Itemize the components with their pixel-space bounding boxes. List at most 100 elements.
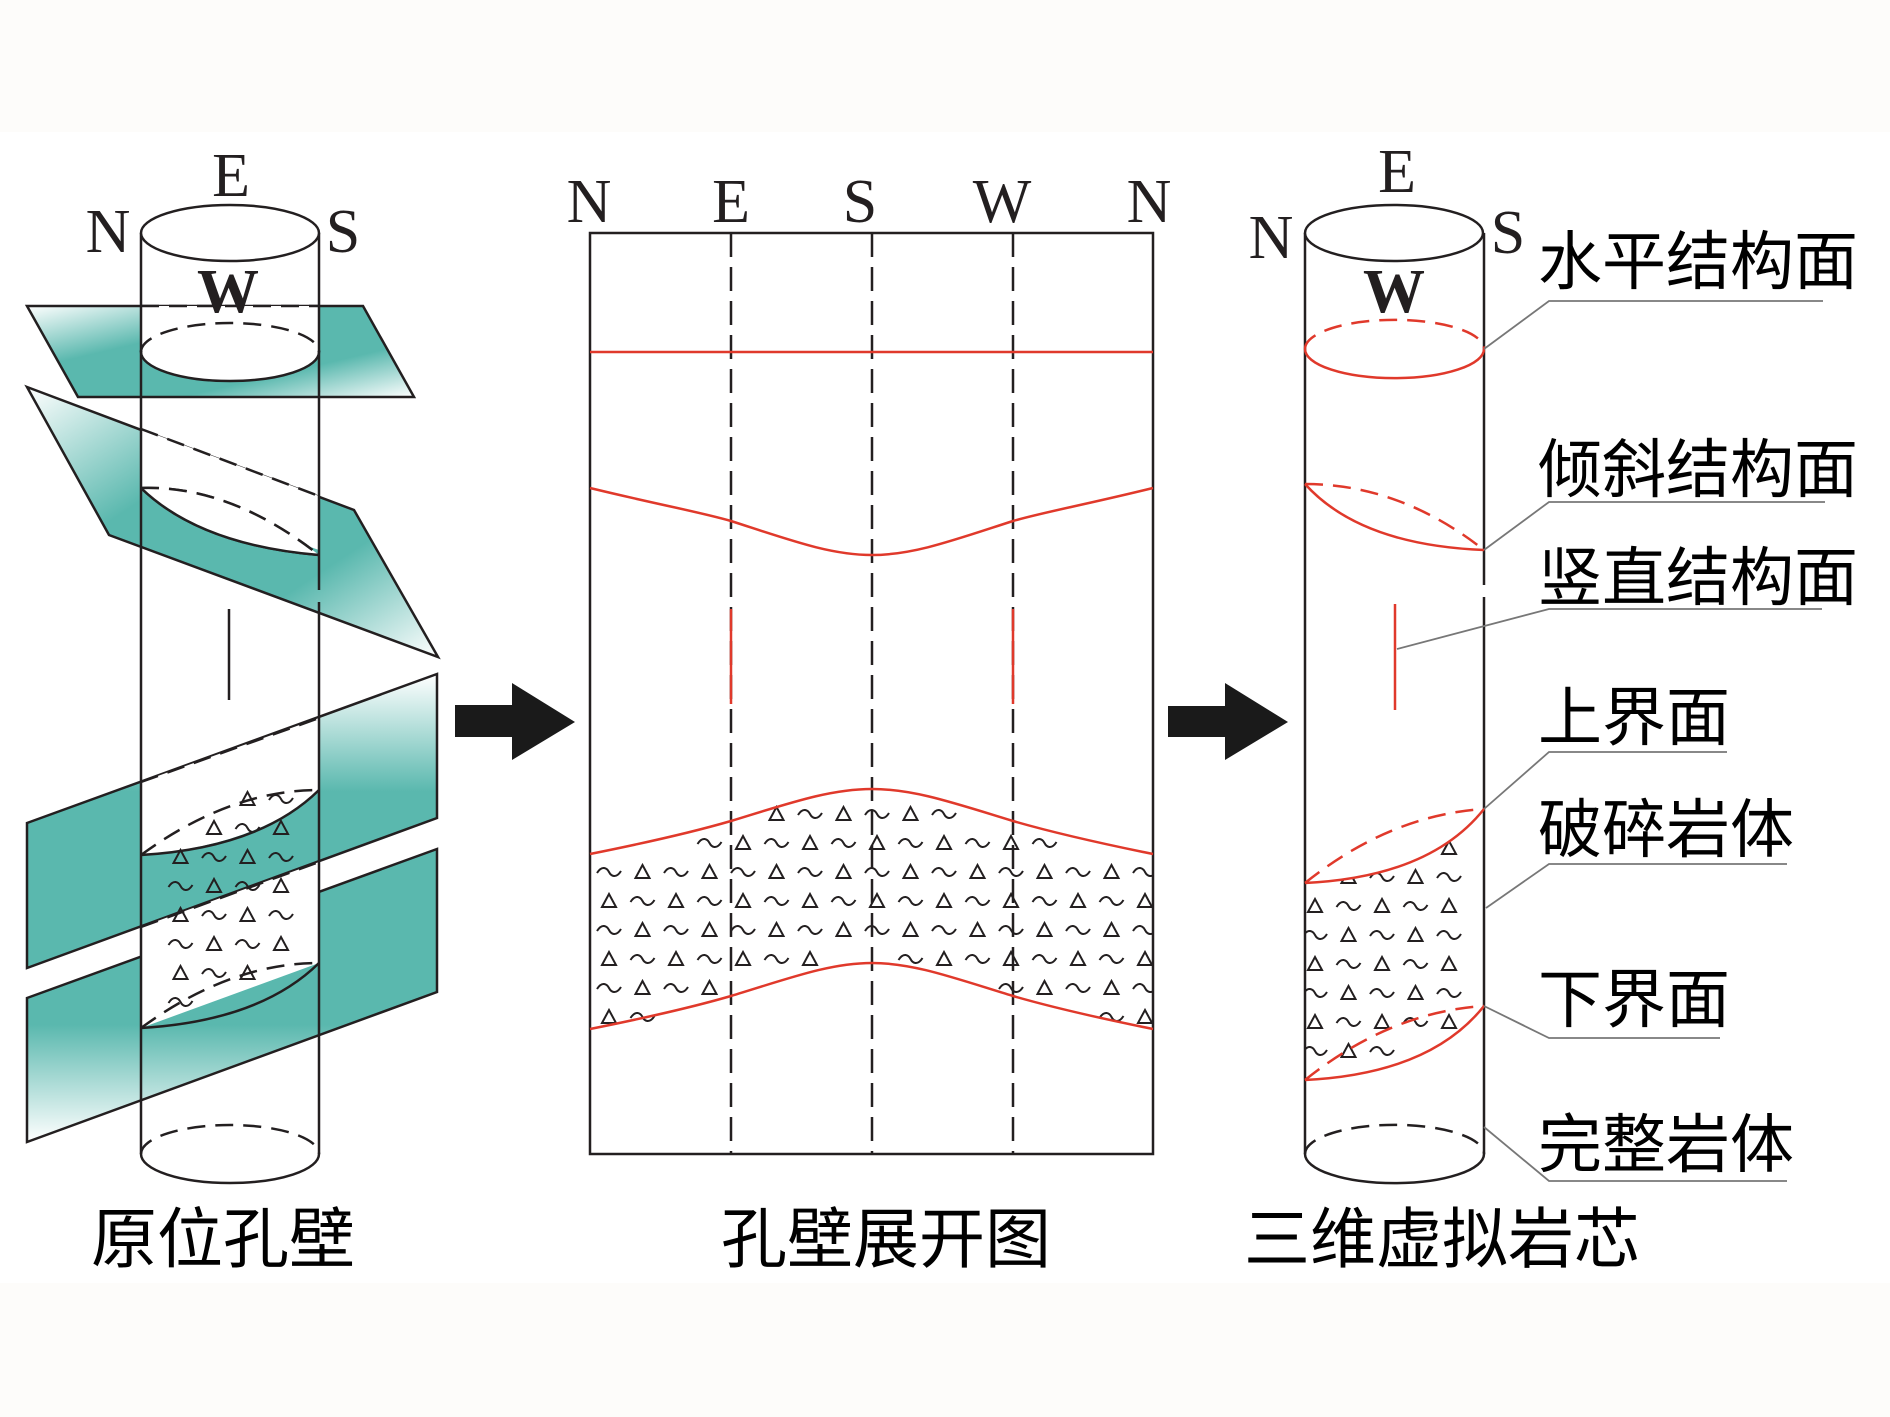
texture-tilde <box>268 910 294 920</box>
core-bottom-front <box>1303 1153 1486 1185</box>
compass-e: E <box>212 142 250 210</box>
texture-triangle <box>901 862 920 879</box>
core-upper-boundary-front <box>1304 808 1485 885</box>
texture-tilde <box>629 954 656 964</box>
texture-triangle <box>1136 891 1153 908</box>
compass-n: N <box>1249 204 1294 272</box>
cylinder-bottom-front <box>139 1153 321 1185</box>
texture-tilde <box>696 896 723 906</box>
texture-triangle <box>901 920 920 937</box>
texture-tilde <box>1098 1012 1125 1022</box>
texture-tilde <box>998 983 1024 993</box>
texture-tilde <box>201 852 227 862</box>
texture-triangle <box>1136 1007 1153 1024</box>
texture-triangle <box>1373 954 1391 971</box>
texture-triangle <box>171 847 190 864</box>
texture-triangle <box>1306 954 1324 971</box>
label-inclined-structure: 倾斜结构面 <box>1538 434 1858 508</box>
texture-tilde <box>897 896 924 906</box>
texture-triangle <box>1102 920 1121 937</box>
texture-triangle <box>700 920 719 937</box>
texture-triangle <box>1339 983 1358 1000</box>
label-intact-rock: 完整岩体 <box>1538 1109 1794 1183</box>
texture-tilde <box>730 867 756 877</box>
label-vertical-structure: 竖直结构面 <box>1538 542 1858 616</box>
texture-tilde <box>830 838 857 848</box>
leader-line <box>1483 751 1727 810</box>
texture-triangle <box>1069 949 1087 966</box>
texture-tilde <box>1436 872 1462 882</box>
texture-triangle <box>935 833 953 850</box>
texture-tilde <box>201 910 227 920</box>
texture-tilde <box>797 809 823 819</box>
texture-tilde <box>931 867 957 877</box>
texture-tilde <box>1065 925 1091 935</box>
texture-triangle <box>868 891 886 908</box>
caption-unrolled: 孔壁展开图 <box>721 1201 1051 1278</box>
texture-triangle <box>868 833 886 850</box>
texture-triangle <box>1102 978 1121 995</box>
texture-triangle <box>205 818 223 835</box>
texture-tilde <box>1098 954 1125 964</box>
texture-triangle <box>272 818 290 835</box>
azimuth-label: E <box>712 168 750 236</box>
texture-triangle <box>767 862 786 879</box>
texture-tilde <box>763 896 790 906</box>
unrolled-inclined-structure <box>589 486 1154 557</box>
texture-tilde <box>864 809 890 819</box>
core-lower-boundary-back <box>1304 1004 1485 1081</box>
texture-tilde <box>897 954 924 964</box>
texture-triangle <box>1339 1041 1358 1058</box>
texture-triangle <box>968 862 987 879</box>
texture-triangle <box>700 978 719 995</box>
texture-tilde <box>1335 1017 1362 1027</box>
texture-triangle <box>834 862 853 879</box>
azimuth-label: W <box>973 168 1032 236</box>
texture-tilde <box>268 794 294 804</box>
texture-triangle <box>171 963 190 980</box>
virtual-core-panel: N E S W 水平结构面 倾斜结构面 竖直结构面 上界面 破碎岩体 下界面 完… <box>1244 138 1858 1278</box>
texture-triangle <box>238 847 257 864</box>
texture-triangle <box>1136 949 1153 966</box>
compass-s: S <box>1491 199 1525 267</box>
texture-triangle <box>834 804 853 821</box>
texture-triangle <box>1440 1012 1458 1029</box>
compass-w: W <box>197 258 259 326</box>
texture-triangle <box>734 891 752 908</box>
texture-tilde <box>931 925 957 935</box>
texture-tilde <box>998 925 1024 935</box>
texture-triangle <box>801 891 819 908</box>
texture-tilde <box>1305 1046 1328 1056</box>
core-lower-boundary-front <box>1304 1005 1485 1082</box>
texture-tilde <box>696 838 723 848</box>
texture-tilde <box>201 968 227 978</box>
leader-line <box>1483 501 1825 551</box>
top-band <box>0 0 1890 132</box>
texture-tilde <box>1369 988 1395 998</box>
texture-tilde <box>931 809 957 819</box>
texture-tilde <box>1436 930 1462 940</box>
texture-tilde <box>1098 896 1125 906</box>
leader-line <box>1483 1005 1720 1039</box>
compass-s: S <box>326 198 360 266</box>
texture-tilde <box>763 954 790 964</box>
core-inclined-back <box>1304 482 1485 551</box>
texture-triangle <box>1069 891 1087 908</box>
texture-triangle <box>633 978 652 995</box>
texture-triangle <box>1002 949 1020 966</box>
texture-triangle <box>767 804 786 821</box>
texture-triangle <box>968 920 987 937</box>
texture-triangle <box>272 876 290 893</box>
texture-tilde <box>864 867 890 877</box>
label-lower-boundary: 下界面 <box>1538 964 1730 1038</box>
in-situ-panel: N E S W 原位孔壁 <box>24 142 441 1278</box>
texture-tilde <box>1065 867 1091 877</box>
texture-triangle <box>1339 925 1358 942</box>
leader-line <box>1396 608 1822 650</box>
leader-line <box>1485 863 1787 909</box>
texture-tilde <box>596 925 622 935</box>
texture-triangle <box>633 920 652 937</box>
texture-tilde <box>629 896 656 906</box>
texture-triangle <box>935 891 953 908</box>
azimuth-label: S <box>843 168 877 236</box>
